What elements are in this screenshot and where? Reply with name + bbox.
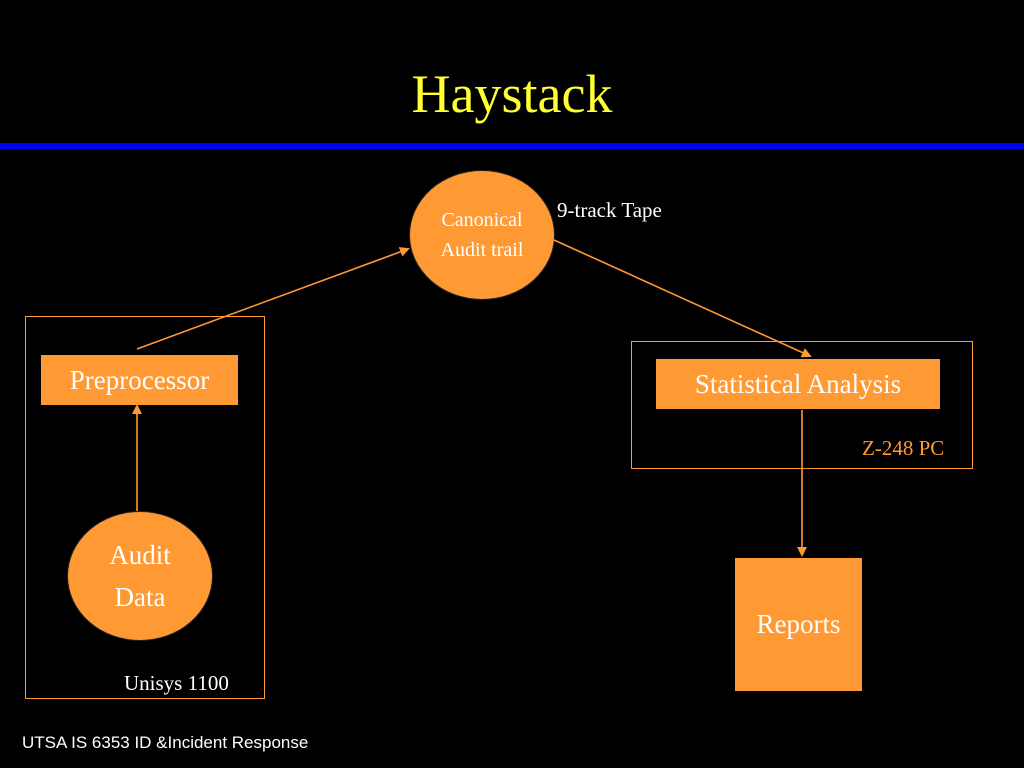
audit-data-node: Audit Data <box>67 511 213 641</box>
slide-footer: UTSA IS 6353 ID &Incident Response <box>22 733 309 752</box>
pc-label: Z-248 PC <box>862 436 945 460</box>
canonical-audit-trail-node: Canonical Audit trail <box>409 170 555 300</box>
statistical-analysis-node: Statistical Analysis <box>656 359 940 409</box>
unisys-label: Unisys 1100 <box>124 671 229 695</box>
unisys-system-boundary <box>25 316 265 699</box>
reports-node: Reports <box>735 558 862 691</box>
arrow-canonical-to-statistical <box>553 239 812 358</box>
title-divider <box>0 143 1024 149</box>
tape-label: 9-track Tape <box>557 198 662 222</box>
slide-title: Haystack <box>411 64 613 124</box>
preprocessor-node: Preprocessor <box>41 355 238 405</box>
arrow-preprocessor-to-canonical <box>136 247 410 350</box>
